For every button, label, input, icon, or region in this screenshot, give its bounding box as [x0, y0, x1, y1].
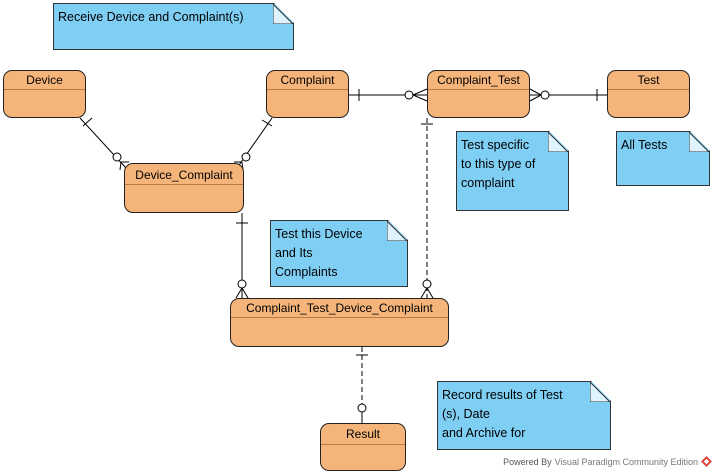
entity-device-complaint[interactable]: Device_Complaint: [124, 163, 244, 213]
entity-divider: [267, 89, 348, 90]
note-test-specific-text: Test specific to this type of complaint: [461, 138, 536, 190]
entity-divider: [608, 89, 689, 90]
note-fold-icon: [590, 382, 610, 402]
entity-divider: [125, 184, 243, 185]
entity-ctdc-label: Complaint_Test_Device_Complaint: [246, 301, 433, 315]
entity-device-complaint-label: Device_Complaint: [135, 168, 233, 182]
note-record-results[interactable]: Record results of Test (s), Date and Arc…: [437, 381, 611, 450]
note-test-this-device[interactable]: Test this Device and Its Complaints: [270, 220, 408, 287]
entity-divider: [428, 89, 529, 90]
entity-divider: [231, 317, 448, 318]
entity-device[interactable]: Device: [3, 70, 86, 118]
entity-complaint[interactable]: Complaint: [266, 70, 349, 118]
entity-divider: [4, 89, 85, 90]
entity-complaint-label: Complaint: [280, 73, 335, 87]
note-test-this-device-text: Test this Device and Its Complaints: [275, 227, 363, 279]
note-fold-icon: [689, 132, 709, 152]
entity-complaint-test-device-complaint[interactable]: Complaint_Test_Device_Complaint: [230, 298, 449, 347]
connector-test-complaint-test[interactable]: [529, 88, 607, 102]
note-receive-device-text: Receive Device and Complaint(s): [58, 10, 244, 24]
entity-complaint-test-label: Complaint_Test: [437, 73, 520, 87]
entity-test[interactable]: Test: [607, 70, 690, 118]
note-all-tests-text: All Tests: [621, 138, 668, 152]
visual-paradigm-logo-icon: [701, 456, 712, 467]
note-all-tests[interactable]: All Tests: [616, 131, 710, 186]
powered-by-text: Powered By: [503, 456, 552, 467]
note-fold-icon: [387, 221, 407, 241]
note-fold-icon: [548, 132, 568, 152]
note-receive-device[interactable]: Receive Device and Complaint(s): [53, 3, 294, 50]
vp-brand-text: Visual Paradigm Community Edition: [554, 456, 698, 467]
connector-complaint-test-ctdc[interactable]: [420, 118, 434, 299]
note-record-results-text: Record results of Test (s), Date and Arc…: [442, 388, 563, 440]
connector-ctdc-result[interactable]: [356, 347, 368, 423]
entity-complaint-test[interactable]: Complaint_Test: [427, 70, 530, 118]
note-test-specific[interactable]: Test specific to this type of complaint: [456, 131, 569, 211]
entity-test-label: Test: [637, 73, 660, 87]
connector-device-complaint-ctdc[interactable]: [235, 213, 249, 299]
entity-result-label: Result: [345, 427, 380, 441]
entity-result[interactable]: Result: [320, 423, 406, 471]
entity-device-label: Device: [26, 73, 63, 87]
note-fold-icon: [273, 4, 293, 24]
connector-complaint-complaint-test[interactable]: [349, 88, 428, 102]
entity-divider: [321, 444, 405, 445]
connector-complaint-device-complaint[interactable]: [234, 117, 273, 171]
vp-watermark: Powered By Visual Paradigm Community Edi…: [503, 456, 712, 467]
connector-device-device-complaint[interactable]: [79, 117, 129, 171]
